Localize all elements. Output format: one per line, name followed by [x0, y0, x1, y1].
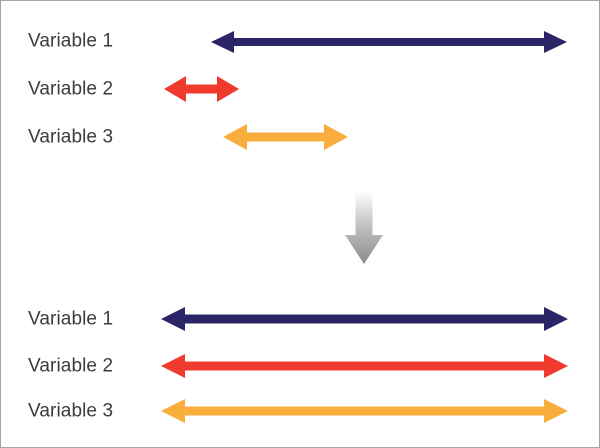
before-panel	[164, 31, 567, 150]
before-variable-1-label: Variable 1	[28, 30, 114, 52]
before-variable-2-label: Variable 2	[28, 78, 114, 100]
before-variable-2-arrow[interactable]	[164, 76, 239, 102]
after-variable-2-arrow[interactable]	[161, 354, 568, 378]
after-variable-1-label: Variable 1	[28, 308, 114, 330]
after-panel	[161, 307, 568, 423]
after-variable-3-arrow[interactable]	[161, 399, 568, 423]
after-variable-2-label: Variable 2	[28, 355, 114, 377]
before-variable-1-arrow[interactable]	[211, 31, 567, 53]
before-variable-3-arrow[interactable]	[223, 124, 348, 150]
down-arrow	[345, 190, 383, 264]
after-variable-1-arrow[interactable]	[161, 307, 568, 331]
after-variable-3-label: Variable 3	[28, 400, 114, 422]
before-variable-3-label: Variable 3	[28, 126, 114, 148]
